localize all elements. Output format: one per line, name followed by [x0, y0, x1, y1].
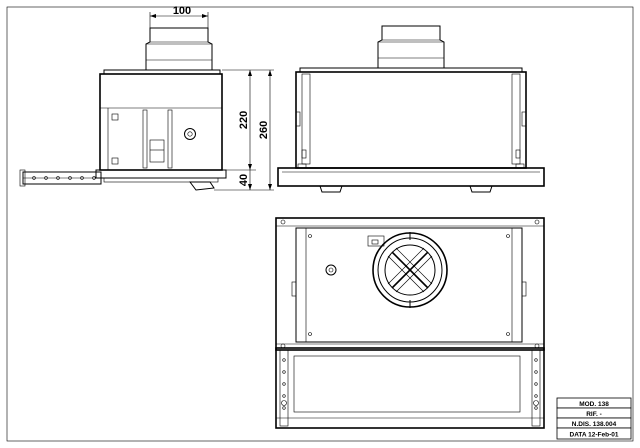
fan-outlet-valve: [372, 232, 448, 308]
title-block-date: DATA 12-Feb-01: [570, 432, 619, 439]
side-duct-cylinder: [145, 27, 213, 71]
dim-label-total-height: 260: [258, 121, 270, 139]
title-block-drawing-number: N.DIS. 138.004: [572, 421, 617, 428]
sheet-border: [6, 6, 634, 442]
dim-label-body-height: 220: [238, 111, 250, 129]
top-control-knob: [325, 264, 337, 276]
front-main-box: [295, 71, 527, 169]
side-main-box: [99, 73, 223, 171]
side-view: [19, 27, 227, 191]
title-block: MOD. 138 RIF. - N.DIS. 138.004 DATA 12-F…: [556, 397, 632, 440]
title-block-reference: RIF. -: [586, 411, 602, 418]
top-view: [275, 217, 545, 429]
dimension-heights: 220 260 40: [214, 69, 274, 191]
side-screw-knob: [184, 128, 196, 140]
front-duct-cylinder: [377, 25, 445, 69]
dimension-duct-width: 100: [149, 5, 209, 30]
side-base-plate: [95, 169, 227, 179]
dim-label-front-height: 40: [238, 174, 250, 186]
top-sliding-drawer: [275, 347, 545, 429]
front-panel: [277, 167, 545, 187]
front-view: [277, 25, 545, 193]
top-outer-frame: [275, 217, 545, 351]
dim-label-duct-width: 100: [173, 5, 191, 17]
title-block-model: MOD. 138: [579, 401, 609, 408]
